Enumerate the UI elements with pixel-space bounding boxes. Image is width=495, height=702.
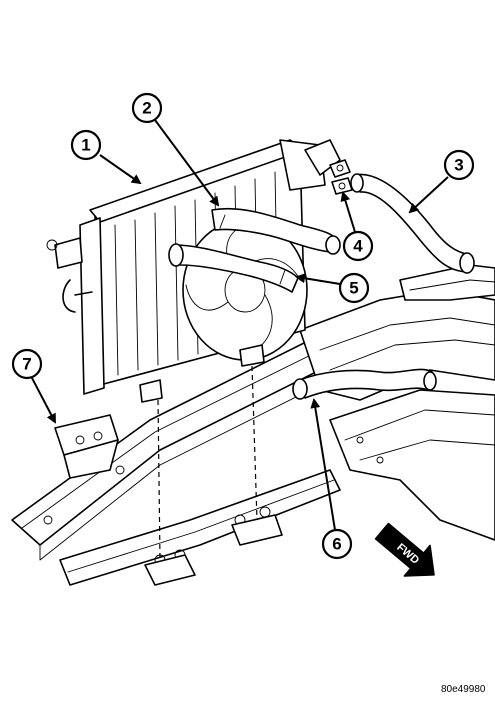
forward-arrow: FWD: [374, 522, 435, 577]
radiator-bracket: [54, 414, 119, 479]
callout-6: 6: [310, 398, 353, 560]
callout-number: 5: [349, 279, 358, 298]
callout-5: 5: [295, 272, 370, 304]
callout-7: 7: [11, 348, 56, 424]
callout-3: 3: [408, 149, 475, 214]
callout-1: 1: [70, 129, 142, 185]
callout-number: 6: [332, 535, 341, 554]
callout-2: 2: [131, 92, 220, 207]
figure-id: 80e49980: [441, 684, 486, 695]
upper-radiator-hose: [211, 207, 341, 255]
callout-4: 4: [340, 191, 374, 262]
callout-number: 3: [454, 156, 463, 175]
heater-hose: [350, 173, 475, 274]
lower-radiator-hose: [168, 243, 299, 293]
callout-number: 7: [22, 355, 31, 374]
alignment-lines: [157, 365, 258, 561]
callout-number: 2: [142, 99, 151, 118]
hose-clamps: [329, 159, 353, 195]
vehicle-frame: [11, 264, 495, 586]
callout-number: 1: [81, 136, 90, 155]
callout-number: 4: [353, 237, 363, 256]
bypass-hose: [292, 368, 437, 400]
